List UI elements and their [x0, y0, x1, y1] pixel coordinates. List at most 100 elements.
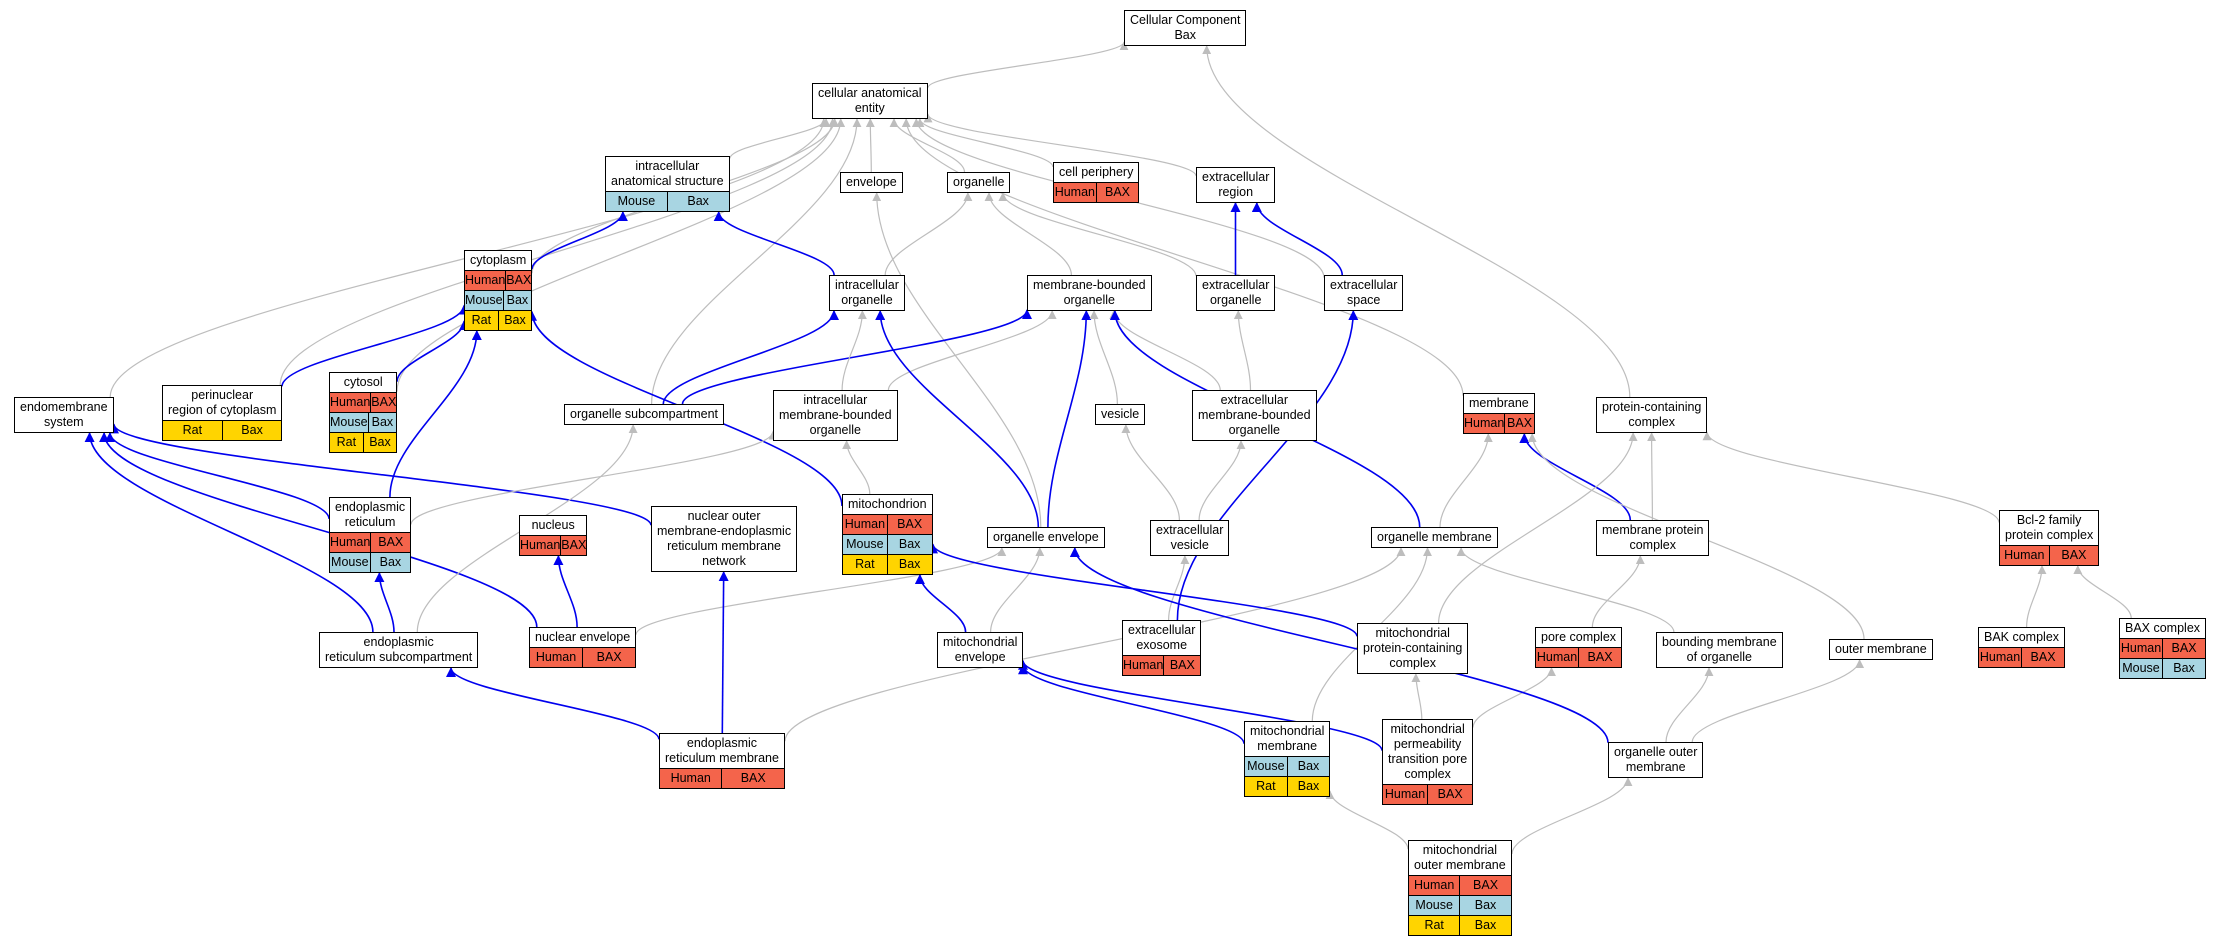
annotation-species: Rat: [1424, 918, 1444, 932]
annotation-species: Human: [1414, 878, 1455, 892]
edge-nomer-to-ems: [109, 423, 652, 526]
edge-baxc-to-bcl2: [2073, 565, 2132, 619]
edge-exmbo-to-exorg: [1233, 310, 1252, 391]
annotation-gene: Bax: [886, 535, 932, 554]
edge-mitomem-to-mitoenv: [1018, 664, 1245, 744]
node-label-line: organelle: [841, 293, 893, 307]
annotation-gene: BAX: [1163, 656, 1200, 675]
edge-orgsub-to-cae: [651, 118, 862, 405]
node-envelope[interactable]: envelope: [840, 172, 903, 193]
annotation-species: Human: [1384, 787, 1426, 801]
annotation-species: Human: [1464, 416, 1505, 430]
node-label-line: cytoplasm: [470, 253, 527, 267]
annotation-gene: Bax: [1459, 896, 1510, 915]
node-vesicle[interactable]: vesicle: [1095, 404, 1146, 425]
node-label-line: organelle: [1228, 423, 1280, 437]
edge-imbo-to-intorg: [841, 310, 867, 391]
edge-pcc-to-root: [1202, 45, 1631, 398]
edge-mptp-to-pore: [1472, 667, 1556, 728]
edge-mpc-to-membrane: [1519, 433, 1632, 521]
node-organelle-envelope[interactable]: organelle envelope: [987, 527, 1105, 548]
node-label-line: region: [1218, 185, 1254, 199]
node-label-line: mitochondrial: [1250, 724, 1325, 738]
node-organelle-membrane[interactable]: organelle membrane: [1371, 527, 1498, 548]
node-label-line: mitochondrion: [848, 497, 927, 511]
annotation-gene: BAX: [1459, 876, 1510, 895]
edge-orgenv-to-intorg: [875, 310, 1040, 528]
edge-exves-to-exmbo: [1198, 440, 1246, 521]
node-label-line: organelle: [809, 423, 861, 437]
annotation-species: Human: [330, 395, 371, 409]
edge-ermem-to-orgmem: [784, 547, 1406, 742]
node-organelle[interactable]: organelle: [947, 172, 1011, 193]
node-label-line: reticulum subcompartment: [325, 650, 473, 664]
node-label-line: membrane protein: [1602, 523, 1704, 537]
annotation-species: Rat: [336, 435, 357, 449]
node-outer-membrane[interactable]: outer membrane: [1829, 639, 1933, 660]
node-label: organelle subcompartment: [565, 405, 723, 424]
edge-mom-to-mitomem: [1325, 790, 1409, 850]
node-label-line: mitochondrial: [943, 635, 1018, 649]
node-organelle-subcompartment[interactable]: organelle subcompartment: [564, 404, 724, 425]
edge-orgenv-to-mbo: [1047, 310, 1092, 528]
node-label: cell periphery: [1054, 163, 1138, 182]
node-label-line: complex: [1389, 656, 1436, 670]
annotation-gene: BAX: [886, 515, 932, 534]
annotation-species: Mouse: [465, 293, 503, 307]
node-label-line: protein complex: [2005, 528, 2094, 542]
node-label-line: envelope: [846, 175, 897, 189]
edge-cae-to-root: [927, 41, 1129, 88]
edge-orgmem-to-membrane: [1439, 433, 1493, 528]
annotation-species: Human: [330, 535, 371, 549]
